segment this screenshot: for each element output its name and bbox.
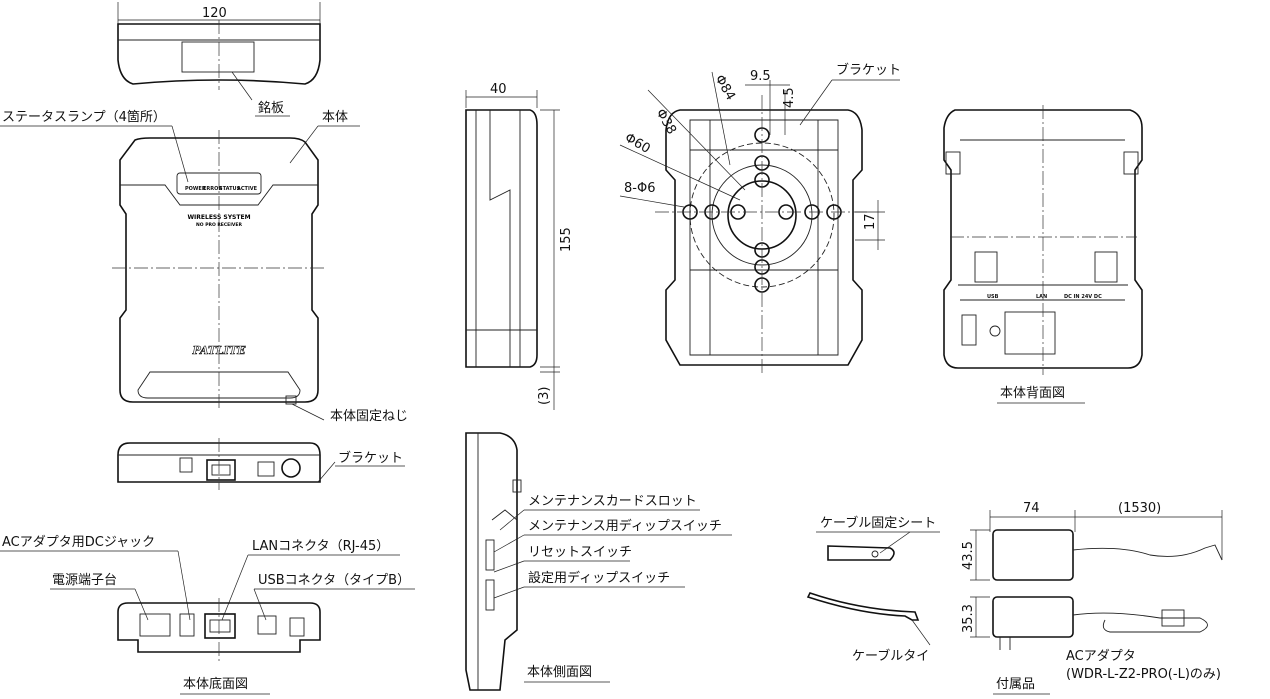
side-view: 40 155 (3) メンテナンスカードスロット メンテナンス用ディップスイッチ… [465, 82, 732, 691]
cable-length-dim: (1530) [1118, 501, 1161, 516]
lamp-active: ACTIVE [237, 186, 258, 192]
dim-9-5: 9.5 [750, 69, 771, 84]
cable-sheet-label: ケーブル固定シート [820, 515, 936, 531]
cable-tie-label: ケーブルタイ [852, 648, 929, 664]
adapter-label: ACアダプタ [1066, 649, 1136, 664]
bracket-view: 9.5 4.5 Φ38 Φ84 Φ60 8-Φ6 17 ブラケット [619, 62, 901, 375]
setting-dip-label: 設定用ディップスイッチ [528, 570, 670, 586]
dim-8-phi6: 8-Φ6 [624, 181, 655, 196]
body-label: 本体 [322, 110, 348, 125]
front-view: ステータスランプ（4箇所） 本体 POWER ERROR STATUS ACTI… [0, 109, 408, 424]
adapter-height2-dim: 35.3 [961, 604, 976, 633]
status-lamp-label: ステータスランプ（4箇所） [2, 109, 166, 125]
lan-port-label: LAN [1036, 294, 1047, 300]
nameplate-label: 銘板 [258, 101, 284, 116]
lamp-error: ERROR [203, 186, 222, 192]
back-view: USB LAN DC IN 24V DC 本体背面図 [943, 105, 1143, 404]
adapter-height1-dim: 43.5 [961, 541, 976, 570]
bottom-view-title: 本体底面図 [183, 676, 248, 692]
usb-port-label: USB [987, 294, 999, 300]
adapter-note: (WDR-L-Z2-PRO(-L)のみ) [1066, 667, 1221, 682]
back-view-title: 本体背面図 [1000, 386, 1065, 401]
height-dimension: 155 [559, 227, 574, 252]
dc-port-label: DC IN 24V DC [1064, 294, 1102, 300]
top-view: 120 銘板 [117, 2, 321, 117]
top-with-bracket-view: ブラケット [117, 438, 405, 490]
product-name: WIRELESS SYSTEM [187, 214, 250, 221]
dc-jack-label: ACアダプタ用DCジャック [2, 535, 155, 550]
lamp-status: STATUS [219, 186, 241, 192]
depth-dimension: 40 [490, 82, 507, 97]
side-view-title: 本体側面図 [527, 665, 592, 680]
usb-label: USBコネクタ（タイプB） [258, 573, 410, 588]
accessories: ケーブル固定シート ケーブルタイ 74 (1530) 43.5 35.3 ACア… [806, 501, 1223, 695]
dim-17: 17 [863, 213, 878, 230]
maint-dip-label: メンテナンス用ディップスイッチ [528, 518, 722, 534]
accessories-title: 付属品 [996, 677, 1035, 692]
reset-label: リセットスイッチ [528, 545, 632, 560]
card-slot-label: メンテナンスカードスロット [528, 494, 697, 509]
offset-dimension: (3) [537, 387, 552, 405]
lan-label: LANコネクタ（RJ-45） [252, 539, 389, 554]
width-dimension: 120 [202, 6, 227, 21]
fixing-screw-label: 本体固定ねじ [330, 409, 408, 424]
bracket-label-top: ブラケット [338, 450, 403, 466]
bottom-view: ACアダプタ用DCジャック LANコネクタ（RJ-45） 電源端子台 USBコネ… [0, 535, 415, 695]
dim-4-5: 4.5 [782, 87, 797, 108]
power-terminal-label: 電源端子台 [52, 573, 117, 588]
bracket-label: ブラケット [836, 62, 901, 78]
dim-phi84: Φ84 [712, 73, 738, 104]
lamp-power: POWER [185, 186, 206, 192]
adapter-width-dim: 74 [1023, 501, 1040, 516]
